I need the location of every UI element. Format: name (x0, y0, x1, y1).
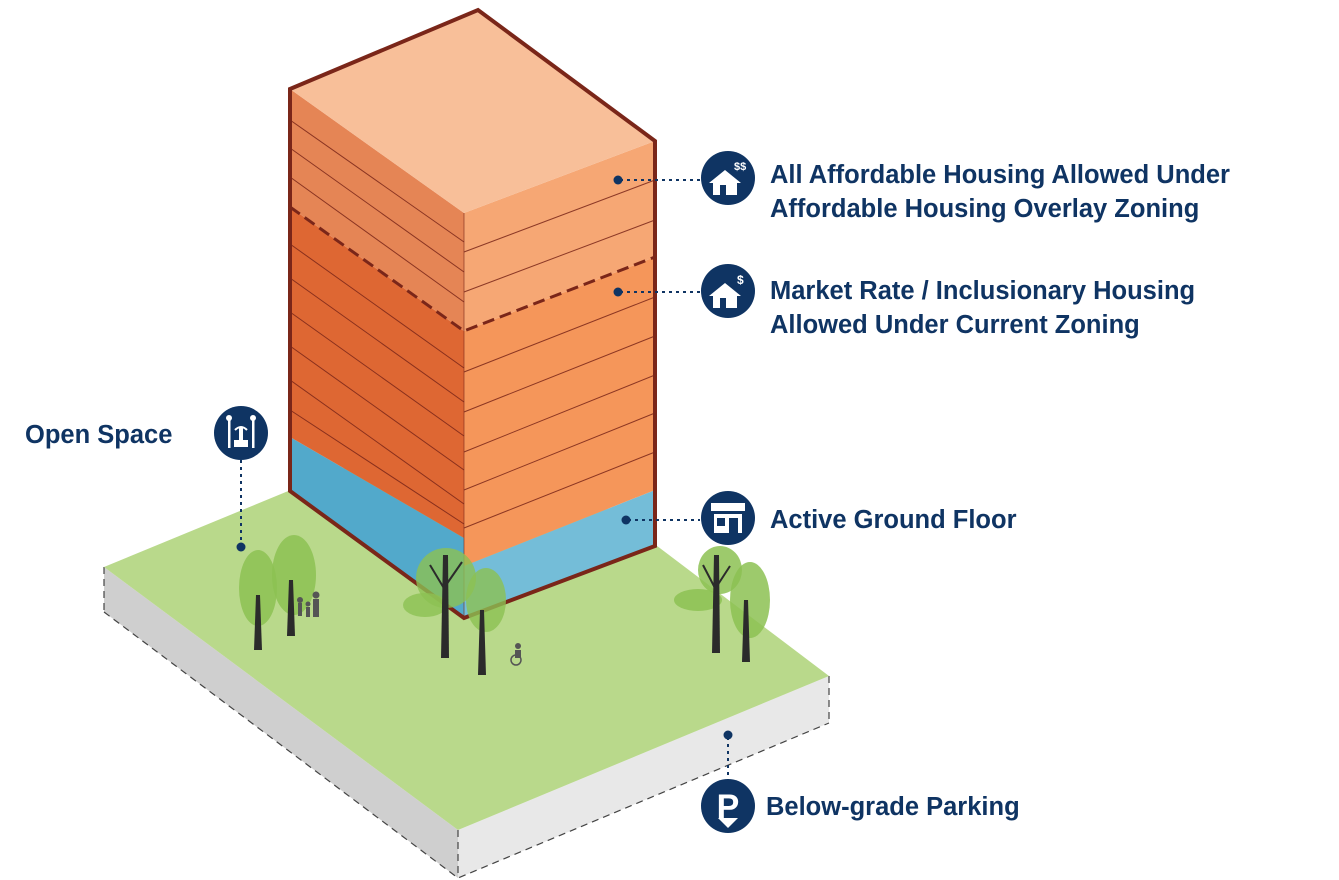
tree-group-center (403, 548, 506, 675)
icon-affordable-text: $$ (734, 161, 746, 173)
market-rate-label-line1: Market Rate / Inclusionary Housing (770, 277, 1196, 305)
tree-group-right (674, 546, 770, 662)
market-rate-label-line2: Allowed Under Current Zoning (770, 311, 1140, 339)
callout-dots (236, 175, 733, 740)
site-base-right (458, 676, 829, 878)
callout-leaders (240, 179, 729, 780)
icon-parking-text: P (717, 788, 740, 826)
family-figures (297, 591, 320, 617)
parking-down-icon: P (701, 779, 755, 833)
open-space-label: Open Space (25, 421, 173, 449)
affordable-housing-label-line2: Affordable Housing Overlay Zoning (770, 195, 1200, 223)
active-ground-floor-label: Active Ground Floor (770, 506, 1017, 534)
storefront-icon (701, 491, 755, 545)
icon-market-text: $ (737, 273, 744, 287)
market-rate-label: Market Rate / Inclusionary Housing Allow… (770, 274, 1195, 342)
roof (290, 10, 655, 213)
lawn (104, 412, 829, 830)
below-grade-parking-label: Below-grade Parking (766, 793, 1020, 821)
affordable-housing-label: All Affordable Housing Allowed Under Aff… (770, 158, 1230, 226)
ground-floor-right (464, 490, 655, 618)
floor-lines-right (463, 179, 656, 529)
site-base-edge (103, 611, 830, 879)
house-dollar-icon: $ (701, 264, 755, 318)
affordable-housing-label-line1: All Affordable Housing Allowed Under (770, 161, 1230, 189)
house-double-dollar-icon: $$ (701, 151, 755, 205)
market-left (290, 207, 464, 538)
wheelchair-figure (510, 643, 522, 666)
floor-lines-left (289, 119, 465, 525)
site-base-left (104, 567, 458, 878)
overlay-boundary (289, 205, 656, 333)
park-fountain-icon (214, 406, 268, 460)
tree-group-left (239, 535, 316, 650)
building-outline (288, 7, 657, 621)
affordable-right (464, 141, 655, 331)
market-right (464, 257, 655, 566)
